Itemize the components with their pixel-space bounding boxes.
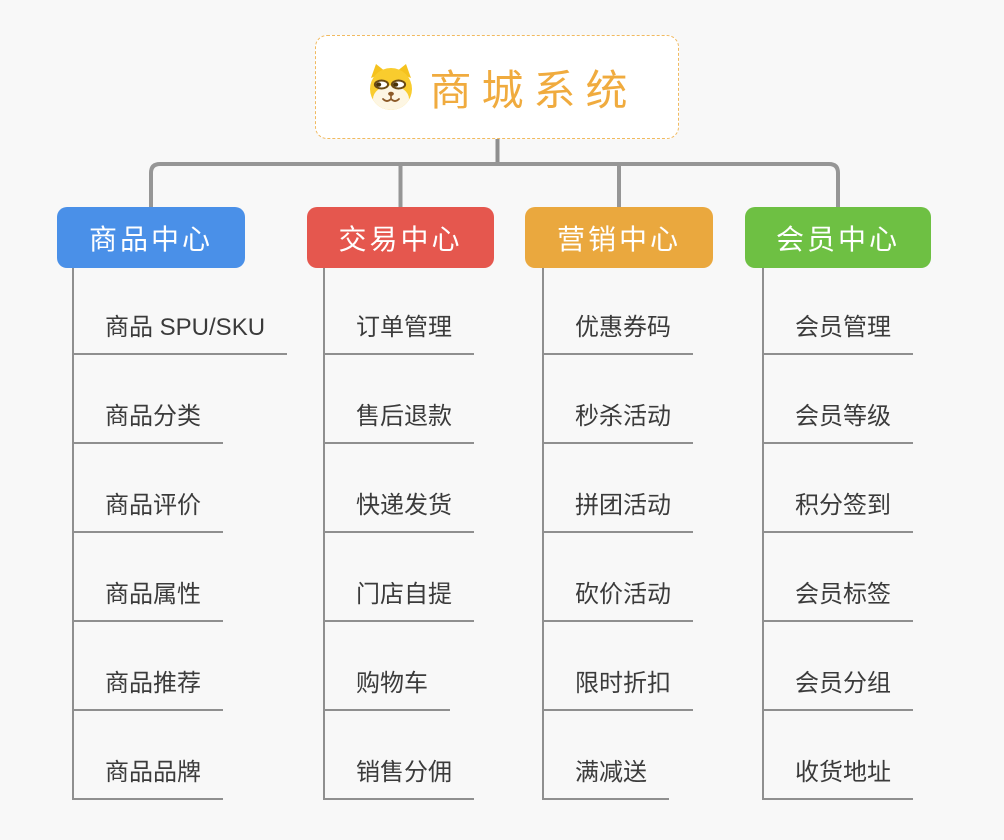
- leaf-node[interactable]: 门店自提: [323, 580, 474, 622]
- branch-node-marketing-center[interactable]: 营销中心: [525, 207, 713, 268]
- dog-face-icon: [370, 64, 413, 110]
- leaf-node[interactable]: 订单管理: [323, 313, 474, 355]
- branch-node-member-center[interactable]: 会员中心: [745, 207, 931, 268]
- leaf-node[interactable]: 快递发货: [323, 491, 474, 533]
- leaf-node[interactable]: 商品品牌: [72, 758, 223, 800]
- leaf-node[interactable]: 收货地址: [762, 758, 913, 800]
- page-title: 商城系统: [429, 66, 638, 114]
- leaf-node[interactable]: 满减送: [542, 758, 669, 800]
- leaf-node[interactable]: 优惠券码: [542, 313, 693, 355]
- leaf-node[interactable]: 会员等级: [762, 402, 913, 444]
- leaf-node[interactable]: 砍价活动: [542, 580, 693, 622]
- root-node[interactable]: 商城系统: [315, 35, 679, 139]
- leaf-node[interactable]: 限时折扣: [542, 669, 693, 711]
- leaf-node[interactable]: 商品推荐: [72, 669, 223, 711]
- leaf-node[interactable]: 会员管理: [762, 313, 913, 355]
- leaf-node[interactable]: 商品属性: [72, 580, 223, 622]
- leaf-node[interactable]: 售后退款: [323, 402, 474, 444]
- leaf-node[interactable]: 商品评价: [72, 491, 223, 533]
- leaf-node[interactable]: 商品分类: [72, 402, 223, 444]
- leaf-node[interactable]: 购物车: [323, 669, 450, 711]
- leaf-node[interactable]: 商品 SPU/SKU: [72, 313, 288, 355]
- leaf-node[interactable]: 积分签到: [762, 491, 913, 533]
- leaf-node[interactable]: 会员标签: [762, 580, 913, 622]
- branch-node-product-center[interactable]: 商品中心: [57, 207, 245, 268]
- leaf-node[interactable]: 会员分组: [762, 669, 913, 711]
- leaf-node[interactable]: 拼团活动: [542, 491, 693, 533]
- branch-node-trade-center[interactable]: 交易中心: [307, 207, 494, 268]
- leaf-node[interactable]: 秒杀活动: [542, 402, 693, 444]
- leaf-node[interactable]: 销售分佣: [323, 758, 474, 800]
